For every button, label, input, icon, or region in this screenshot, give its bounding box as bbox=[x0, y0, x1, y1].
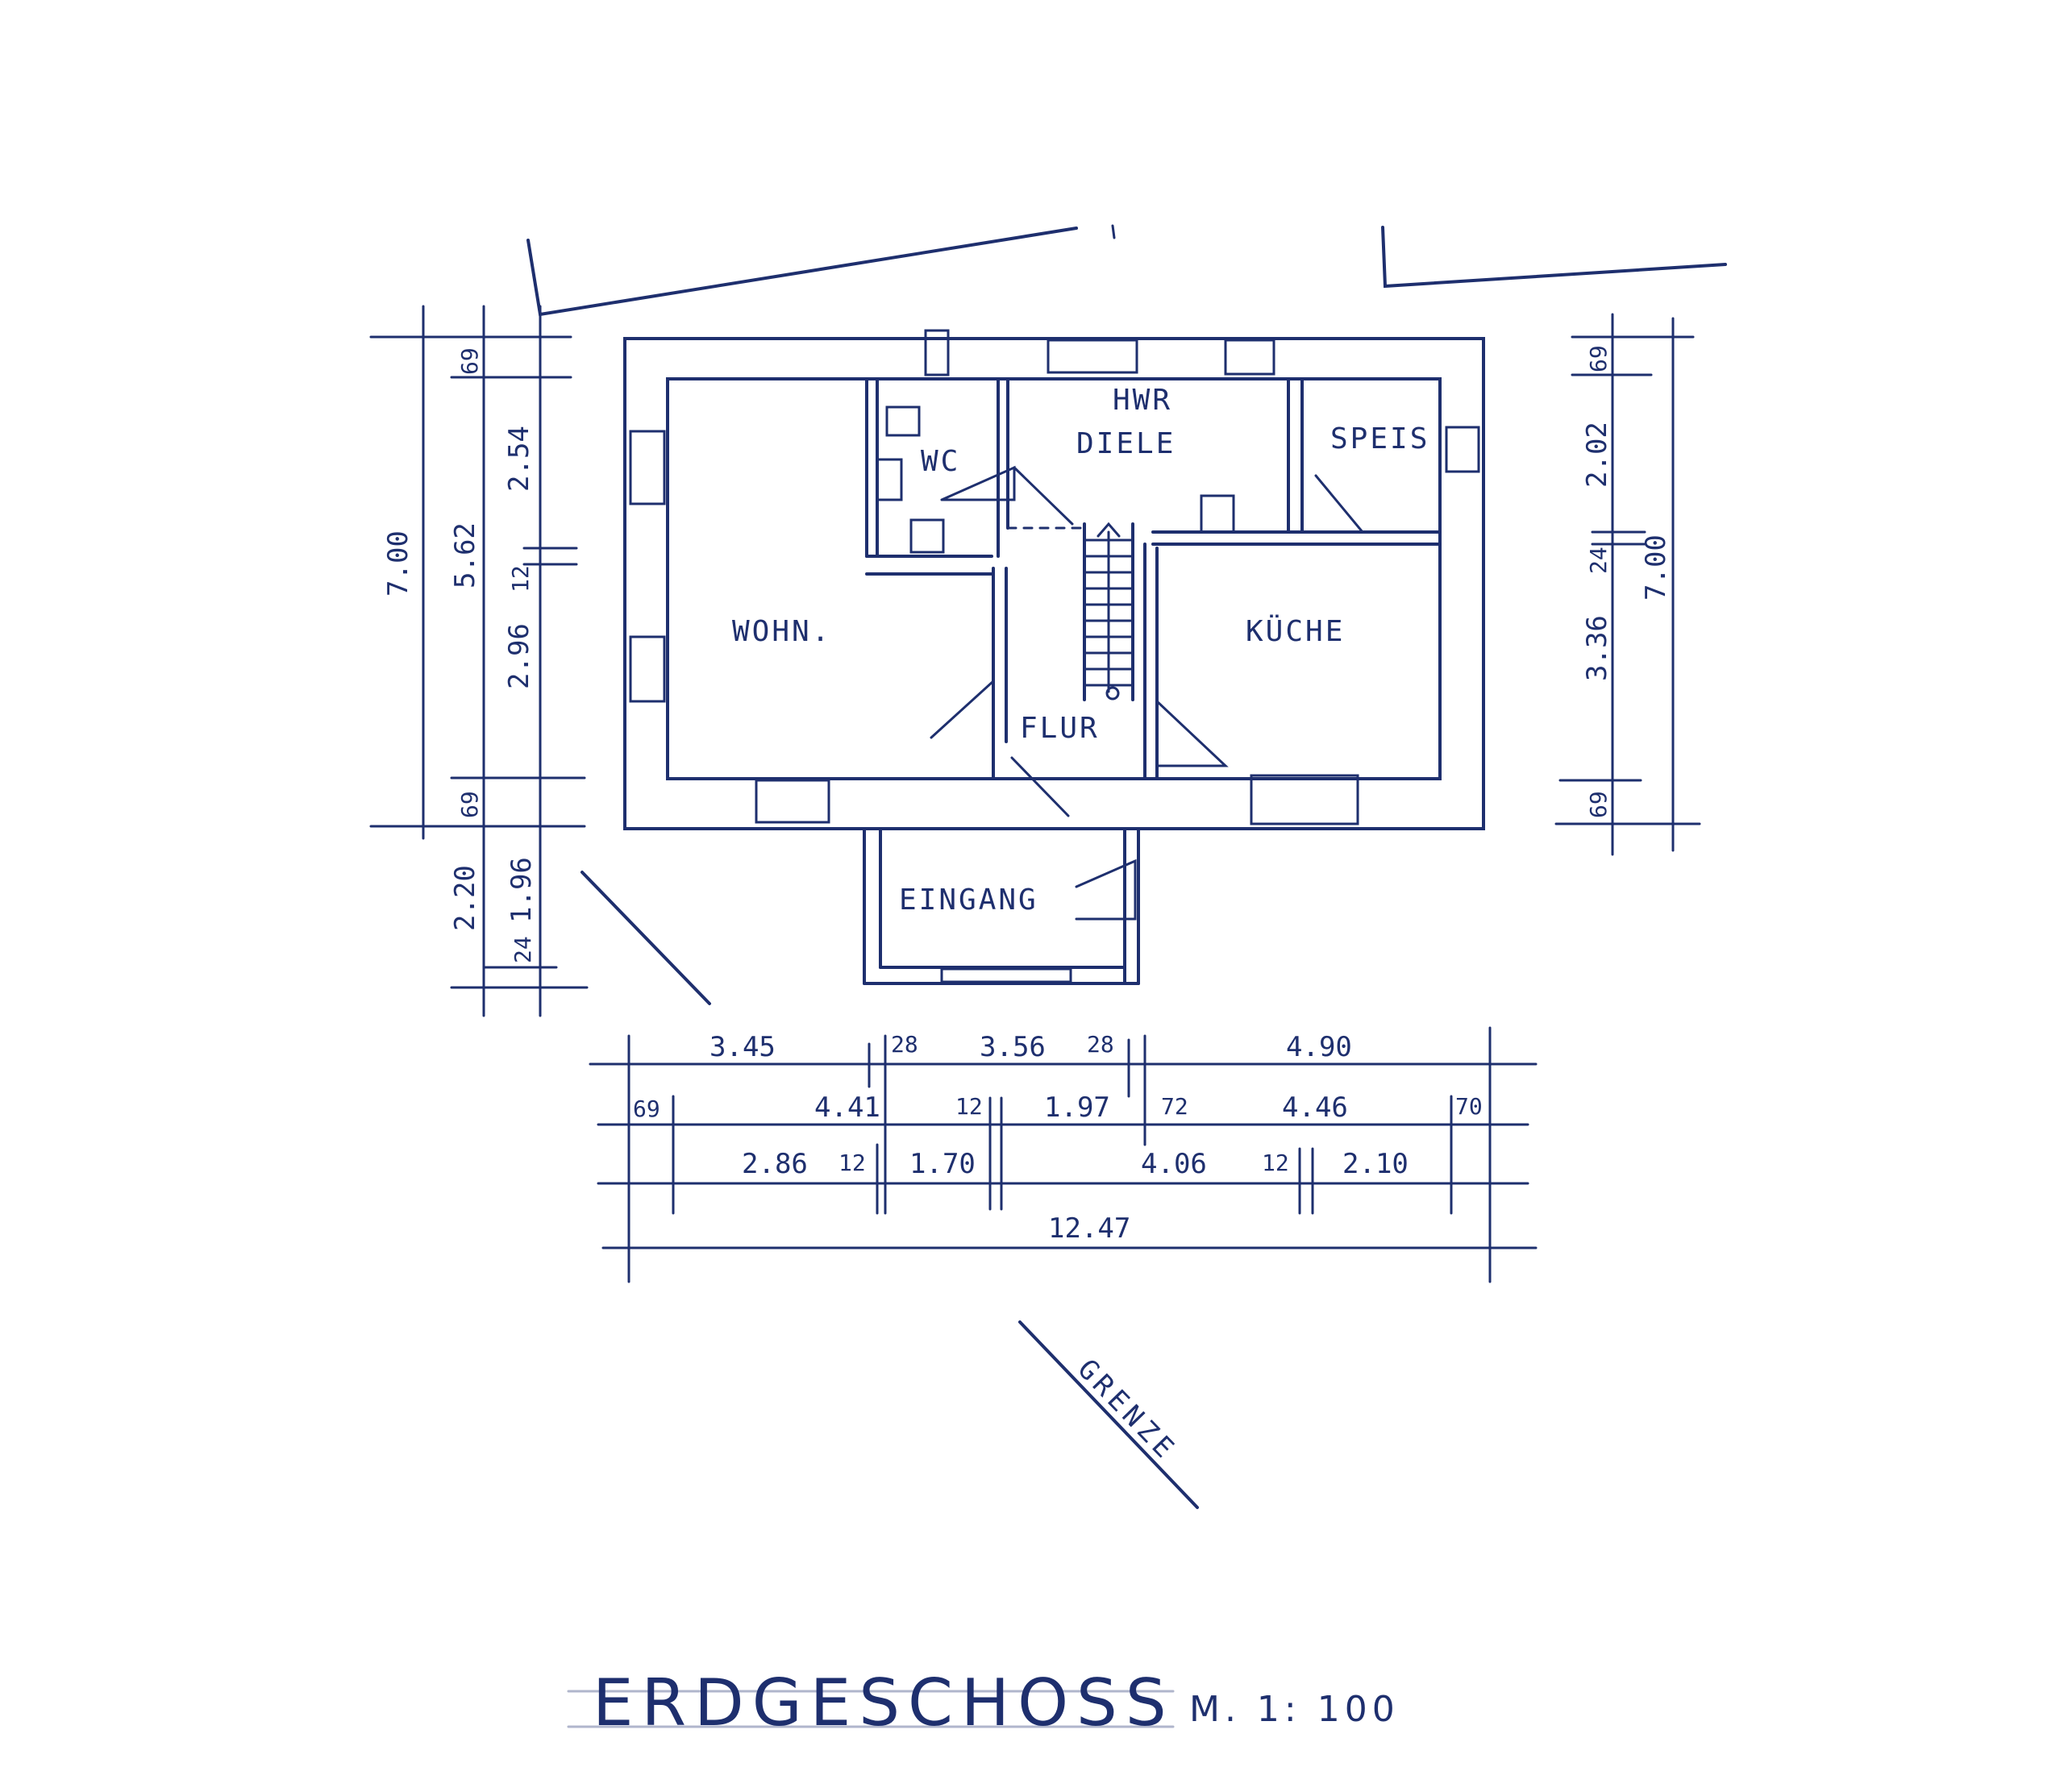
room-label-wohn: WOHN. bbox=[732, 615, 831, 648]
dim-left-entry-wall: 24 bbox=[510, 936, 536, 963]
property-lines bbox=[526, 224, 1727, 317]
dim-bottom-r1-3: 3.56 bbox=[980, 1031, 1046, 1063]
dim-bottom-r1-1: 3.45 bbox=[710, 1031, 776, 1063]
dim-bottom-r2-3: 12 bbox=[955, 1093, 983, 1120]
dim-bottom-r1-5: 4.90 bbox=[1286, 1031, 1352, 1063]
dim-left-upper: 2.54 bbox=[503, 426, 535, 492]
dim-bottom-r3-6: 2.10 bbox=[1342, 1148, 1409, 1180]
dim-right-top-wall: 69 bbox=[1585, 345, 1612, 372]
staircase bbox=[1006, 522, 1134, 701]
room-label-wc: WC bbox=[921, 445, 960, 478]
dim-bottom-total: 12.47 bbox=[1048, 1212, 1130, 1245]
bottom-dimension-lines bbox=[589, 1026, 1538, 1283]
dim-left-top-wall: 69 bbox=[456, 347, 483, 375]
dim-bottom-r3-2: 12 bbox=[838, 1150, 866, 1176]
dim-bottom-r2-4: 1.97 bbox=[1044, 1091, 1110, 1124]
dim-bottom-r3-5: 12 bbox=[1262, 1150, 1289, 1176]
exterior-walls bbox=[623, 337, 1485, 830]
left-dimension-lines bbox=[369, 305, 589, 1017]
dim-bottom-r2-7: 70 bbox=[1455, 1093, 1483, 1120]
dim-left-total: 7.00 bbox=[382, 530, 414, 597]
plan-title: ERDGESCHOSS bbox=[593, 1665, 1175, 1740]
dim-right-upper: 2.02 bbox=[1581, 422, 1613, 488]
dim-bottom-r2-2: 4.41 bbox=[814, 1091, 880, 1124]
room-label-flur: FLUR bbox=[1020, 712, 1100, 745]
dim-left-bottom-wall: 69 bbox=[456, 791, 483, 818]
dim-right-lower: 3.36 bbox=[1581, 615, 1613, 681]
dim-bottom-r2-5: 72 bbox=[1161, 1093, 1188, 1120]
right-dimension-lines bbox=[1554, 313, 1701, 856]
room-label-speis: SPEIS bbox=[1330, 422, 1429, 455]
dim-right-inner-wall: 24 bbox=[1585, 547, 1612, 574]
door-swings bbox=[930, 465, 1366, 921]
plan-scale: M. 1: 100 bbox=[1189, 1689, 1400, 1730]
room-label-kueche: KÜCHE bbox=[1246, 614, 1345, 648]
dim-bottom-r3-3: 1.70 bbox=[909, 1148, 976, 1180]
room-label-hwr: HWR bbox=[1113, 384, 1172, 417]
dim-bottom-r1-4: 28 bbox=[1087, 1031, 1114, 1058]
boundary-label: GRENZE bbox=[1072, 1353, 1184, 1467]
dim-bottom-r3-4: 4.06 bbox=[1141, 1148, 1207, 1180]
dim-left-upper-sum: 5.62 bbox=[449, 522, 481, 588]
window-marks bbox=[629, 329, 1480, 825]
boundary-lines bbox=[580, 871, 1199, 1509]
dim-left-inner-wall: 12 bbox=[507, 565, 534, 592]
interior-walls bbox=[865, 377, 1442, 780]
dim-left-lower: 2.96 bbox=[503, 623, 535, 689]
room-label-eingang: EINGANG bbox=[899, 884, 1038, 917]
dim-bottom-r2-6: 4.46 bbox=[1282, 1091, 1348, 1124]
dim-bottom-r2-1: 69 bbox=[633, 1096, 660, 1122]
dim-bottom-r3-1: 2.86 bbox=[742, 1148, 808, 1180]
dim-left-entry: 2.20 bbox=[449, 865, 481, 931]
dim-right-total: 7.00 bbox=[1640, 534, 1672, 601]
dim-left-entry-inner: 1.96 bbox=[506, 857, 538, 923]
dim-right-bottom-wall: 69 bbox=[1585, 791, 1612, 818]
room-label-diele: DIELE bbox=[1076, 427, 1176, 460]
entrance-annex bbox=[863, 827, 1140, 985]
dim-bottom-r1-2: 28 bbox=[891, 1031, 918, 1058]
